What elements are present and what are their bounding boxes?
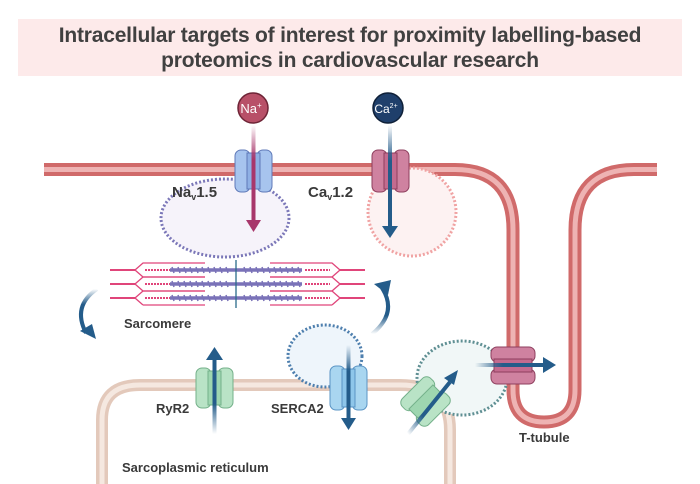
myosin-head — [213, 294, 217, 302]
myosin-head — [225, 294, 229, 302]
nav15-proximity-zone — [159, 177, 291, 259]
myosin-head — [183, 266, 187, 274]
myosin-head — [171, 266, 175, 274]
sarcoplasmic-reticulum-label: Sarcoplasmic reticulum — [122, 460, 269, 475]
myosin-head — [267, 280, 271, 288]
myosin-head — [207, 266, 211, 274]
myosin-head — [201, 266, 205, 274]
myosin-head — [273, 266, 277, 274]
myosin-head — [249, 280, 253, 288]
myosin-head — [219, 266, 223, 274]
myosin-head — [279, 294, 283, 302]
svg-text:Ca2+: Ca2+ — [374, 102, 397, 116]
serca2-pump — [329, 365, 368, 411]
myosin-head — [255, 294, 259, 302]
myosin-head — [285, 294, 289, 302]
myosin-head — [183, 280, 187, 288]
junctional-release-arrow — [406, 370, 458, 436]
cav12-influx-arrow — [382, 125, 398, 238]
ryr2-label: RyR2 — [156, 401, 189, 416]
t-tubule-label: T-tubule — [519, 430, 570, 445]
sarcomere-label: Sarcomere — [124, 316, 191, 331]
myosin-head — [171, 280, 175, 288]
myosin-head — [189, 280, 193, 288]
myosin-head — [189, 266, 193, 274]
myosin-head — [297, 266, 301, 274]
sarcomere — [110, 260, 365, 308]
myosin-head — [261, 280, 265, 288]
myosin-head — [189, 294, 193, 302]
ryr2-release-arrow — [206, 347, 223, 434]
myosin-head — [273, 294, 277, 302]
myosin-head — [201, 280, 205, 288]
myosin-head — [261, 294, 265, 302]
myosin-head — [177, 280, 181, 288]
myosin-head — [267, 294, 271, 302]
myosin-head — [195, 280, 199, 288]
z-disc-left — [134, 290, 205, 306]
right-cycle-arrow — [370, 280, 391, 336]
nav15-influx-arrow — [246, 125, 261, 232]
myosin-head — [195, 294, 199, 302]
myosin-head — [177, 294, 181, 302]
calcium-ion: Ca2+ — [372, 92, 404, 124]
myosin-head — [297, 280, 301, 288]
myosin-head — [213, 280, 217, 288]
junctional-ryr2-channel — [400, 376, 451, 427]
myosin-head — [207, 280, 211, 288]
myosin-head — [243, 294, 247, 302]
myosin-head — [213, 266, 217, 274]
myosin-head — [267, 266, 271, 274]
myosin-head — [243, 266, 247, 274]
left-cycle-arrow — [78, 287, 99, 339]
sodium-ion: Na+ — [237, 92, 269, 124]
figure-title: Intracellular targets of interest for pr… — [58, 23, 642, 72]
myosin-head — [201, 294, 205, 302]
myosin-head — [195, 266, 199, 274]
myosin-head — [177, 266, 181, 274]
nav15-channel — [234, 149, 273, 193]
myosin-head — [273, 280, 277, 288]
myosin-head — [255, 266, 259, 274]
myosin-head — [297, 294, 301, 302]
myosin-head — [291, 280, 295, 288]
myosin-head — [225, 266, 229, 274]
myosin-head — [291, 294, 295, 302]
myosin-head — [255, 280, 259, 288]
myosin-head — [279, 266, 283, 274]
title-banner: Intracellular targets of interest for pr… — [18, 19, 682, 76]
svg-text:Na+: Na+ — [240, 101, 262, 116]
myosin-head — [207, 294, 211, 302]
myosin-head — [243, 280, 247, 288]
z-disc-right — [270, 290, 341, 306]
serca2-uptake-arrow — [341, 345, 356, 430]
myosin-head — [225, 280, 229, 288]
myosin-head — [219, 280, 223, 288]
myosin-head — [219, 294, 223, 302]
cav12-label: Cav1.2 — [308, 184, 353, 202]
ttubule-cav12-arrow — [475, 357, 556, 373]
myosin-head — [261, 266, 265, 274]
myosin-head — [171, 294, 175, 302]
myosin-head — [249, 266, 253, 274]
myosin-head — [285, 280, 289, 288]
myosin-head — [279, 280, 283, 288]
myosin-head — [249, 294, 253, 302]
nav15-label: Nav1.5 — [172, 184, 217, 202]
myosin-head — [183, 294, 187, 302]
myosin-head — [285, 266, 289, 274]
serca2-label: SERCA2 — [271, 401, 324, 416]
myosin-head — [291, 266, 295, 274]
plasma-membrane — [44, 163, 657, 429]
